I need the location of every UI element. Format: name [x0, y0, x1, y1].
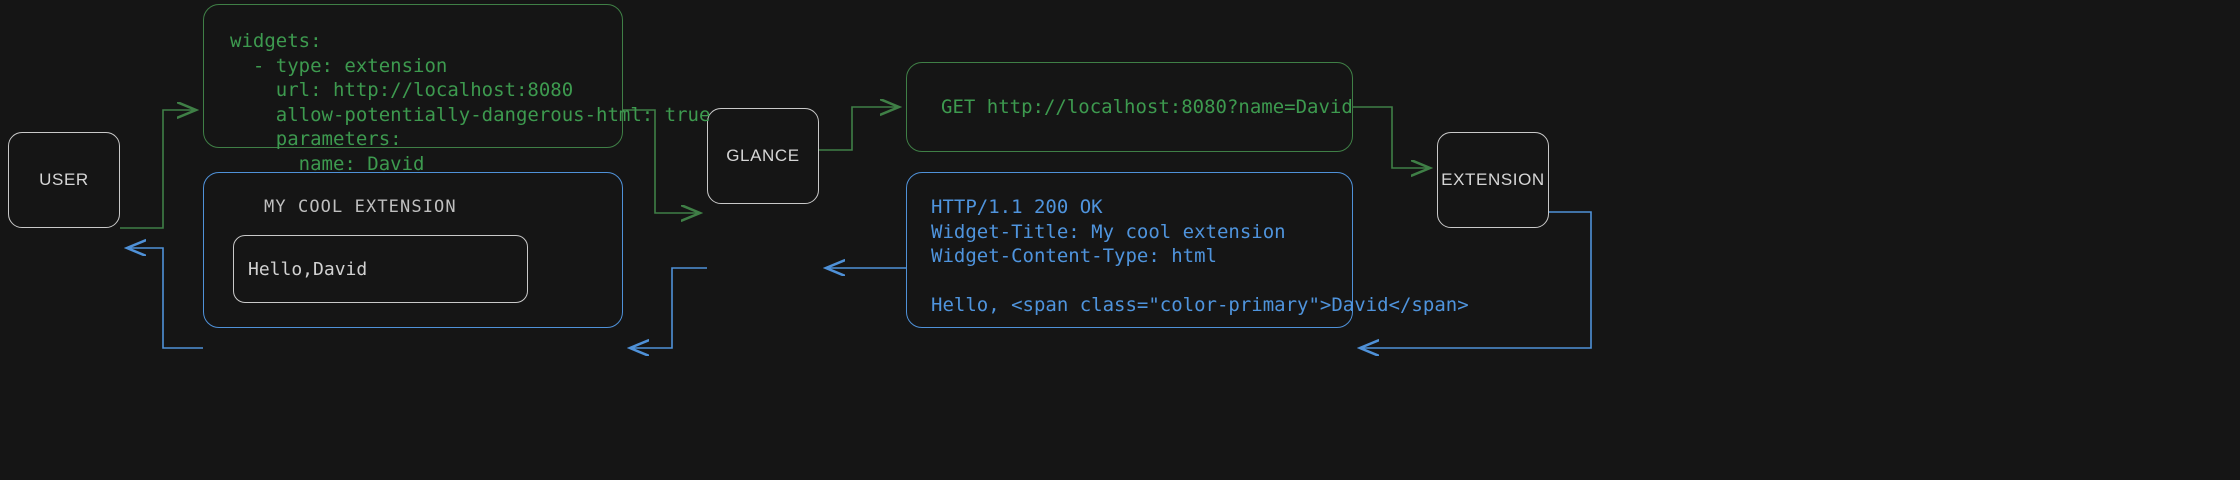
arrow-widget-to-user	[127, 248, 203, 349]
panel-yaml-config: widgets: - type: extension url: http://l…	[203, 4, 710, 175]
arrow-glance-to-widget	[630, 267, 707, 348]
widget-user-name: David	[313, 258, 368, 280]
node-glance-label: GLANCE	[726, 146, 800, 165]
node-glance[interactable]: GLANCE	[707, 108, 819, 204]
widget-greeting-text: Hello,	[248, 258, 314, 280]
rendered-widget-body: Hello, David	[233, 235, 528, 303]
yaml-config-code: widgets: - type: extension url: http://l…	[230, 30, 711, 175]
node-user-label: USER	[39, 170, 89, 189]
panel-rendered-widget: MY COOL EXTENSION Hello, David	[203, 172, 623, 328]
panel-http-response: HTTP/1.1 200 OK Widget-Title: My cool ex…	[906, 172, 1469, 328]
rendered-widget-title: MY COOL EXTENSION	[264, 197, 457, 217]
arrow-extension-to-response	[1360, 211, 1592, 348]
node-user[interactable]: USER	[8, 132, 120, 228]
get-request-code: GET http://localhost:8080?name=David	[941, 95, 1353, 118]
arrow-glance-to-get	[819, 107, 899, 151]
arrow-user-to-config	[120, 110, 196, 229]
http-response-code: HTTP/1.1 200 OK Widget-Title: My cool ex…	[931, 196, 1469, 316]
arrow-get-to-extension	[1353, 106, 1430, 168]
panel-get-request: GET http://localhost:8080?name=David	[906, 62, 1353, 152]
node-extension-label: EXTENSION	[1441, 170, 1545, 189]
node-extension[interactable]: EXTENSION	[1437, 132, 1549, 228]
